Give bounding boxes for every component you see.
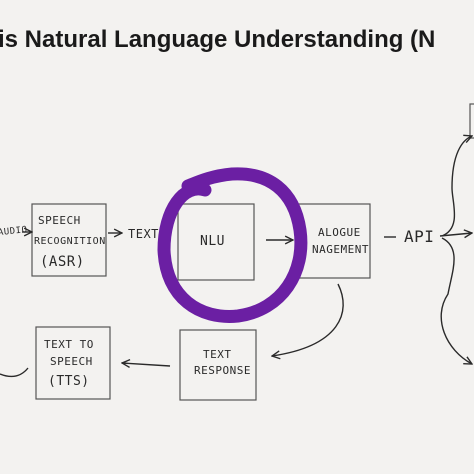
response-label-line1: TEXT [203, 348, 232, 361]
api-to-right-line [439, 233, 472, 236]
api-label: API [404, 227, 434, 246]
nlu-box [177, 203, 255, 281]
dm-box [297, 203, 371, 279]
asr-label-line1: SPEECH [38, 214, 81, 227]
tts-label-line1: TEXT TO [44, 338, 94, 351]
text-label: TEXT [128, 227, 159, 241]
response-box [179, 329, 257, 401]
asr-label-line3: (ASR) [40, 254, 85, 270]
nlu-label: NLU [200, 234, 225, 249]
api-brace-up [441, 136, 472, 237]
dm-label-line1: ALOGUE [318, 226, 361, 239]
tts-label-line3: (TTS) [48, 374, 90, 389]
asr-label-line2: RECOGNITION [34, 236, 106, 247]
nlu-highlight-circle [157, 167, 308, 323]
tts-output-curve [0, 367, 29, 378]
api-brace-down [440, 237, 472, 364]
dm-to-response-arrow [272, 283, 344, 356]
asr-box [31, 203, 107, 277]
dm-label-line2: NAGEMENT [312, 243, 369, 256]
response-label-line2: RESPONSE [194, 364, 251, 377]
partial-box-top-right [469, 103, 474, 139]
tts-label-line2: SPEECH [50, 355, 93, 368]
diagram-title: is Natural Language Understanding (N [0, 26, 436, 53]
tts-box [35, 326, 111, 400]
audio-label: AUDIO [0, 225, 28, 238]
response-to-tts-arrow [122, 363, 171, 366]
